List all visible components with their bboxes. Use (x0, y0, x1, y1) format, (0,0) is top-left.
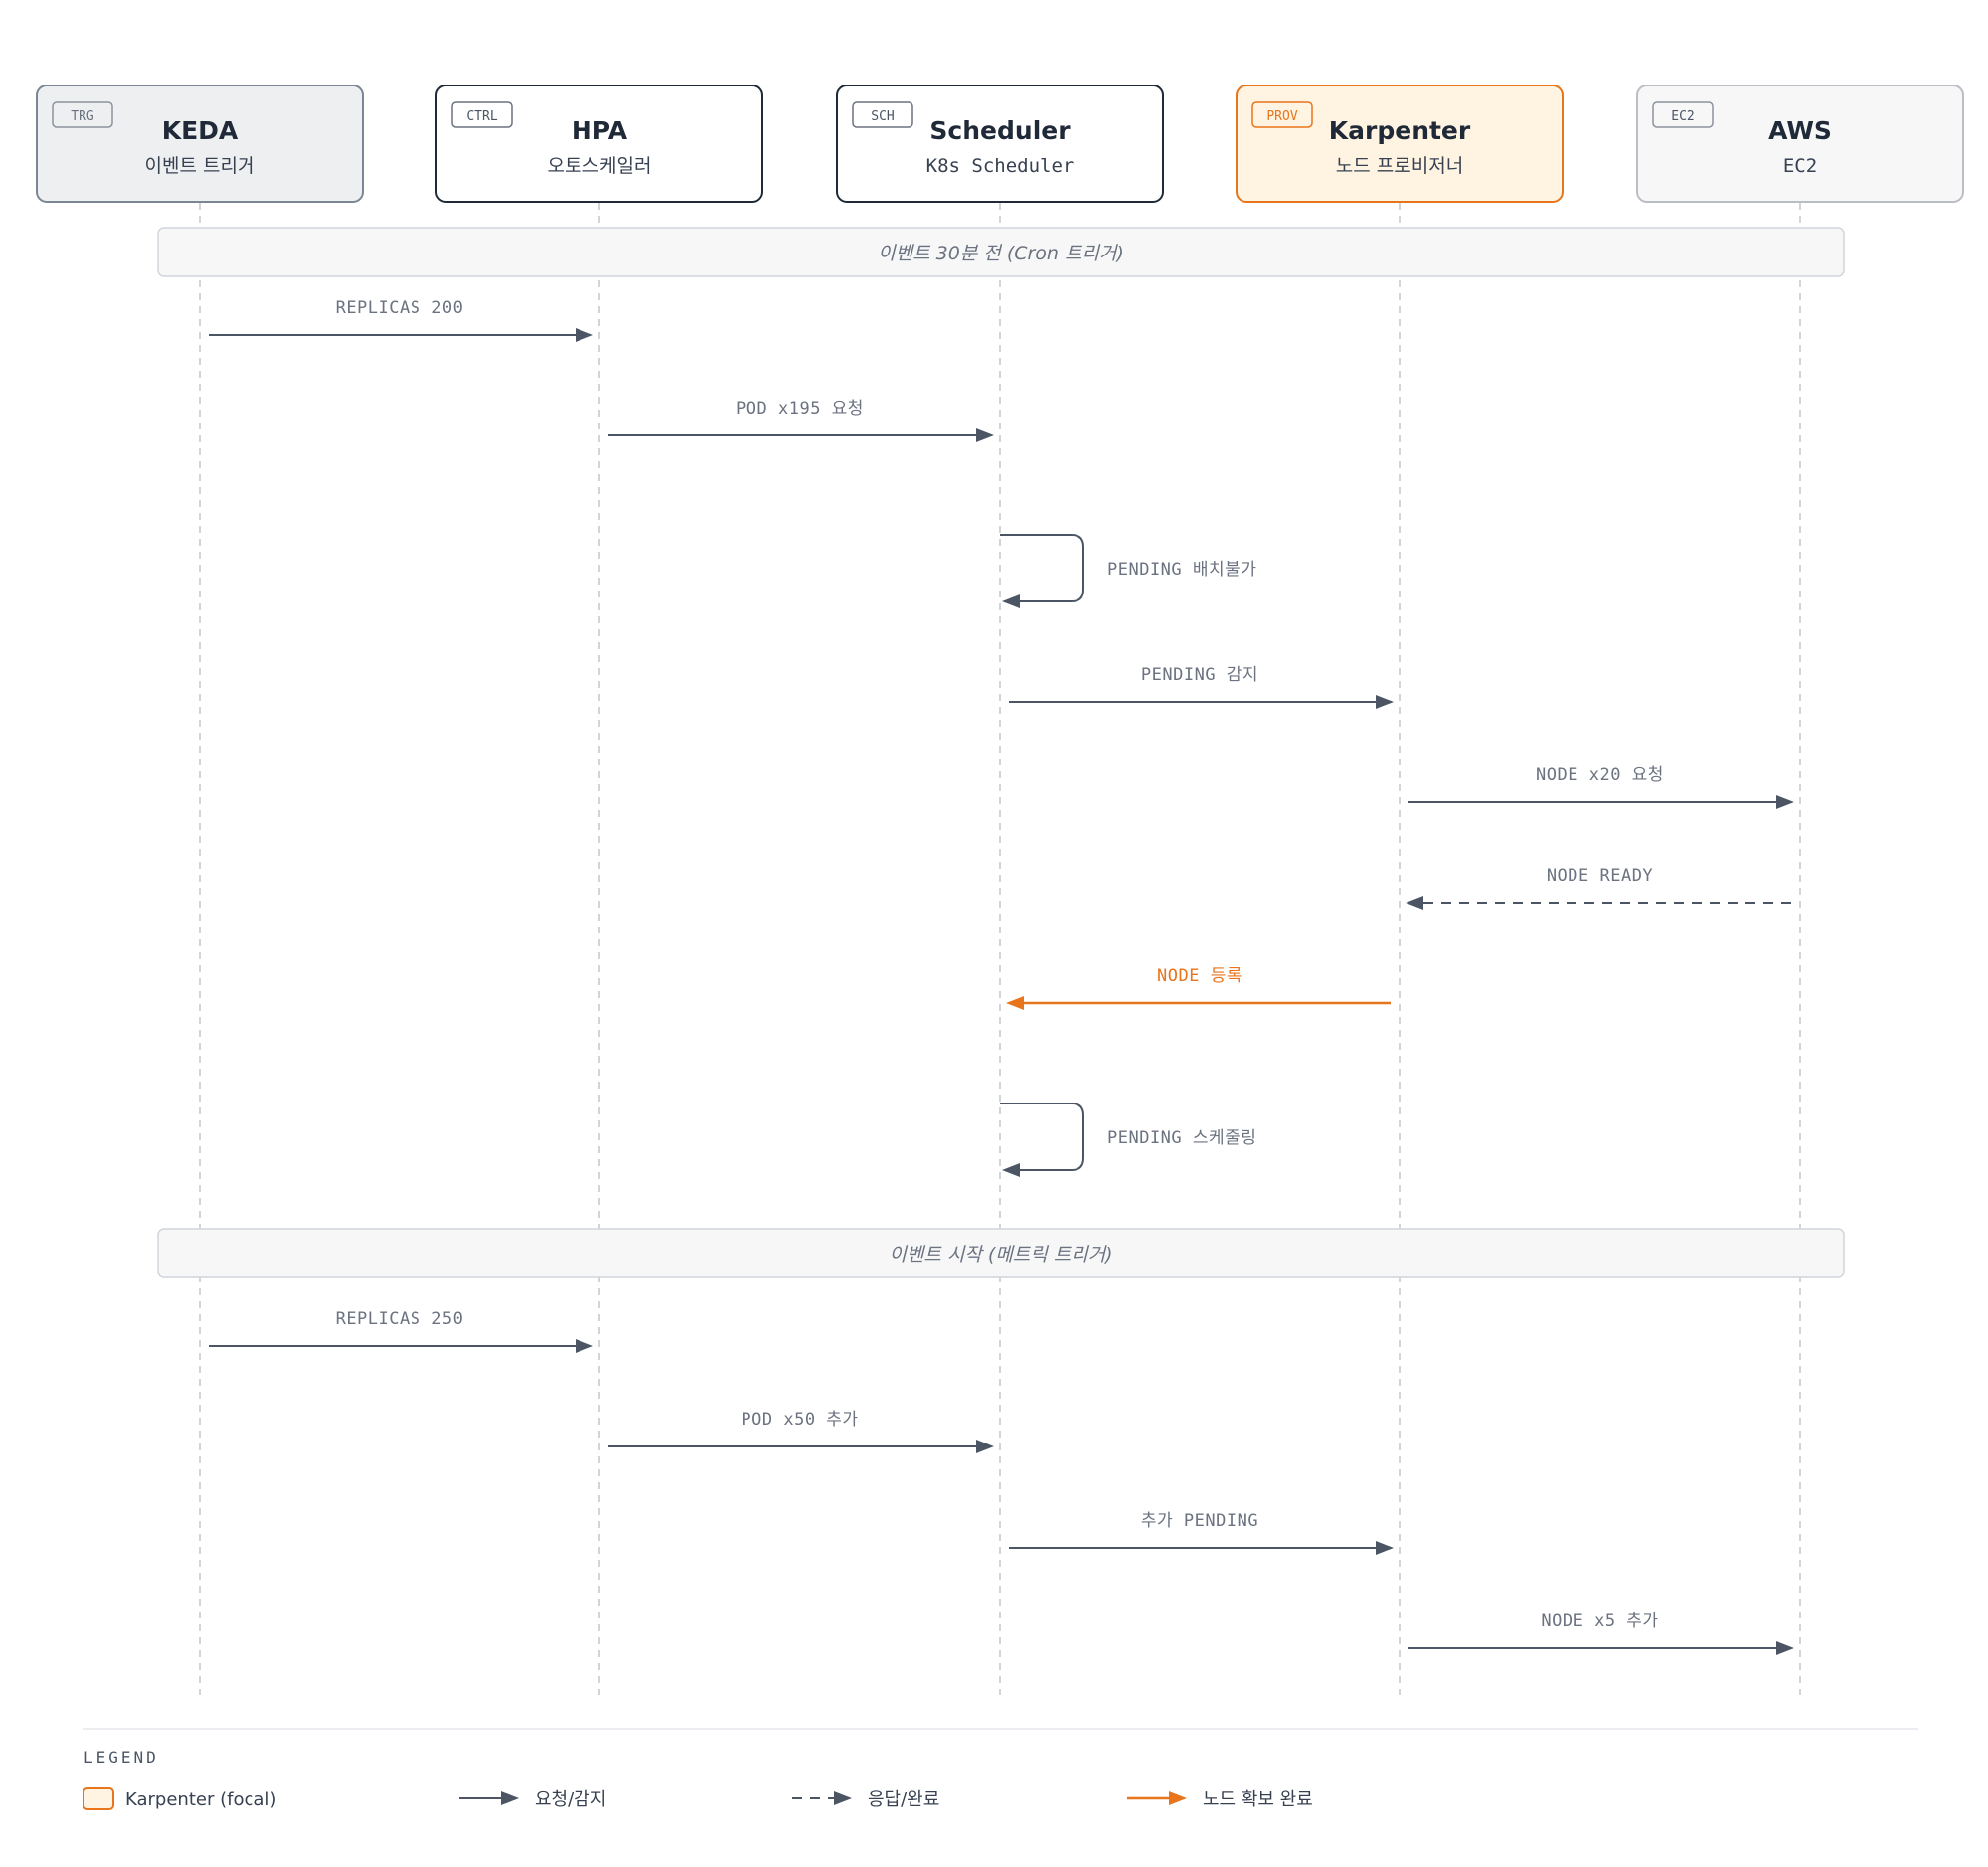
message-label: REPLICAS 200 (336, 298, 464, 318)
arrowhead (576, 1339, 593, 1353)
participant-title: HPA (572, 116, 628, 145)
participant-subtitle: K8s Scheduler (926, 155, 1075, 177)
arrowhead (576, 328, 593, 342)
arrowhead (1002, 1163, 1020, 1177)
participant-tag: SCH (871, 109, 894, 124)
section-label: 이벤트 30분 전 (Cron 트리거) (878, 243, 1124, 264)
legend-label: Karpenter (focal) (125, 1789, 276, 1810)
participant-title: KEDA (162, 116, 239, 145)
message-label: NODE x5 추가 (1541, 1612, 1658, 1631)
section-band: 이벤트 30분 전 (Cron 트리거) (157, 227, 1845, 277)
participant-box (836, 85, 1164, 203)
self-loop-line (1000, 1103, 1084, 1171)
message: POD x50 추가 (608, 1410, 994, 1453)
message: REPLICAS 250 (209, 1309, 593, 1353)
participant-tag: CTRL (466, 109, 497, 124)
arrowhead (1776, 1641, 1794, 1655)
message: 추가 PENDING (1009, 1511, 1394, 1555)
participant-box (435, 85, 763, 203)
arrowhead (1376, 695, 1394, 709)
legend-arrowhead (834, 1791, 852, 1805)
message-label: PENDING 스케줄링 (1107, 1128, 1256, 1148)
message: NODE x20 요청 (1408, 765, 1794, 809)
legend-item: 요청/감지 (459, 1789, 606, 1810)
participant-tag-box (1251, 101, 1313, 128)
participant-subtitle: 노드 프로비저너 (1336, 155, 1463, 177)
participant-title: Karpenter (1329, 116, 1471, 145)
participant-subtitle: 오토스케일러 (548, 155, 652, 177)
participant-title: Scheduler (929, 116, 1071, 145)
message: PENDING 감지 (1009, 665, 1394, 709)
legend-title: LEGEND (83, 1748, 159, 1767)
message: PENDING 스케줄링 (1000, 1103, 1256, 1177)
arrowhead (1776, 795, 1794, 809)
participant-box (1236, 85, 1564, 203)
section-label: 이벤트 시작 (메트릭 트리거) (889, 1244, 1112, 1266)
participant-tag: EC2 (1671, 109, 1694, 124)
legend-arrowhead (501, 1791, 519, 1805)
participant-tag: PROV (1266, 109, 1297, 124)
participant-box (36, 85, 364, 203)
participant-tag-box (852, 101, 913, 128)
self-loop-line (1000, 534, 1084, 602)
legend-swatch (83, 1787, 114, 1810)
legend-item: 노드 확보 완료 (1127, 1789, 1313, 1810)
participant-box (1636, 85, 1964, 203)
participant-karpenter: PROV Karpenter 노드 프로비저너 (1236, 85, 1564, 203)
participant-title: AWS (1768, 116, 1832, 145)
section-band: 이벤트 시작 (메트릭 트리거) (157, 1228, 1845, 1278)
legend-arrowhead (1169, 1791, 1187, 1805)
participant-keda: TRG KEDA 이벤트 트리거 (36, 85, 364, 203)
legend-label: 요청/감지 (535, 1789, 606, 1810)
message: NODE READY (1406, 866, 1791, 910)
arrowhead (1376, 1541, 1394, 1555)
participant-hpa: CTRL HPA 오토스케일러 (435, 85, 763, 203)
message-label: REPLICAS 250 (336, 1309, 464, 1329)
message-label: PENDING 배치불가 (1107, 560, 1256, 580)
message-label: POD x50 추가 (741, 1410, 858, 1430)
legend-item: 응답/완료 (792, 1789, 939, 1810)
legend-item: Karpenter (focal) (83, 1787, 276, 1810)
message: PENDING 배치불가 (1000, 534, 1256, 608)
section-band-box (157, 1228, 1845, 1278)
participant-subtitle: 이벤트 트리거 (145, 155, 255, 177)
message-label: NODE x20 요청 (1536, 765, 1664, 785)
message: NODE 등록 (1006, 966, 1391, 1010)
arrowhead (1406, 896, 1423, 910)
participant-tag-box (451, 101, 513, 128)
participant-tag-box (1652, 101, 1714, 128)
message-label: PENDING 감지 (1141, 665, 1258, 685)
arrowhead (1002, 594, 1020, 608)
arrowhead (1006, 996, 1024, 1010)
message: REPLICAS 200 (209, 298, 593, 342)
message: NODE x5 추가 (1408, 1612, 1794, 1655)
section-band-box (157, 227, 1845, 277)
message: POD x195 요청 (608, 399, 994, 442)
message-label: 추가 PENDING (1141, 1511, 1258, 1531)
message-label: POD x195 요청 (736, 399, 864, 419)
participant-tag-box (52, 101, 113, 128)
participant-aws: EC2 AWS EC2 (1636, 85, 1964, 203)
arrowhead (976, 1440, 994, 1453)
message-label: NODE 등록 (1157, 966, 1242, 986)
participant-tag: TRG (71, 109, 94, 124)
arrowhead (976, 428, 994, 442)
message-label: NODE READY (1547, 866, 1653, 886)
legend-label: 응답/완료 (868, 1789, 939, 1810)
participant-subtitle: EC2 (1783, 155, 1817, 177)
legend-label: 노드 확보 완료 (1203, 1789, 1313, 1810)
